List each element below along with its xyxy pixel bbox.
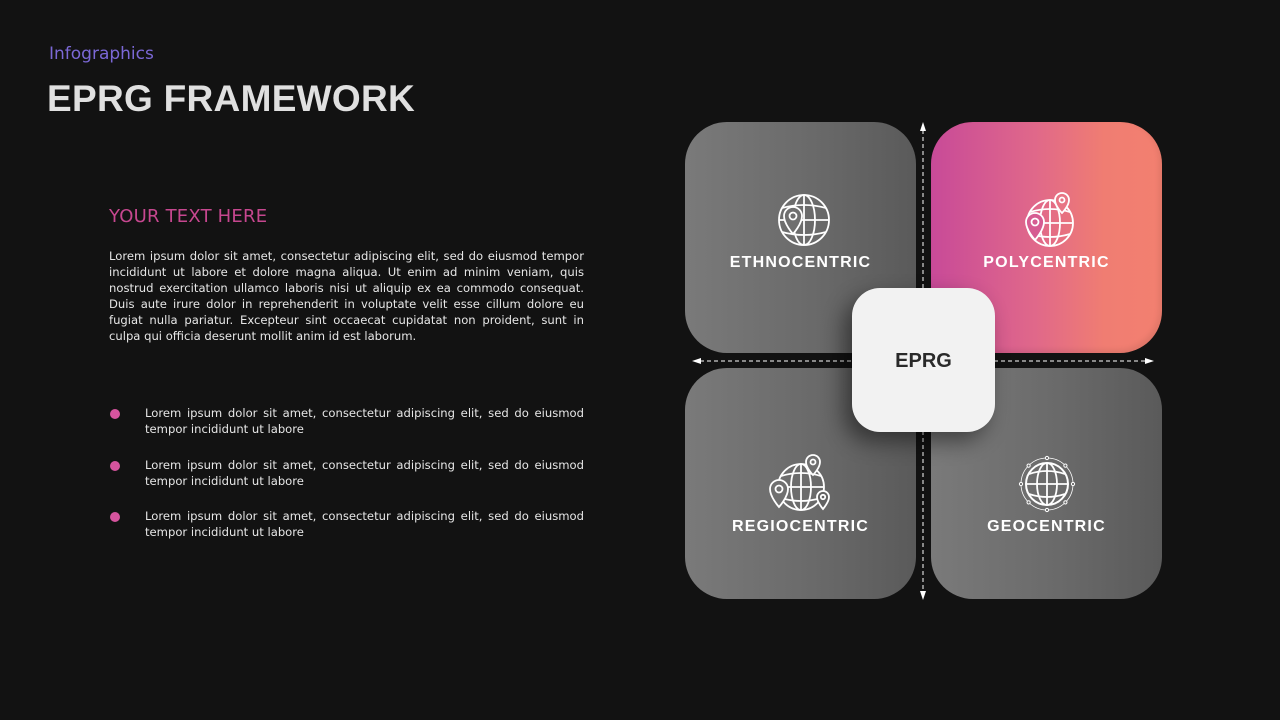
quadrant-ethnocentric[interactable]: ETHNOCENTRIC (685, 122, 916, 353)
quadrant-label: GEOCENTRIC (987, 518, 1106, 535)
bullet-text: Lorem ipsum dolor sit amet, consectetur … (145, 406, 584, 436)
center-label: EPRG (895, 349, 952, 372)
globe-three-pins-icon (768, 454, 830, 511)
quadrant-label: REGIOCENTRIC (731, 518, 870, 535)
bullet-dot-icon (110, 512, 120, 522)
bullet-item: Lorem ipsum dolor sit amet, consectetur … (109, 457, 584, 509)
center-eprg-box[interactable]: EPRG (852, 288, 995, 432)
section-heading: YOUR TEXT HERE (109, 206, 268, 227)
globe-single-pin-icon (777, 194, 830, 246)
body-paragraph: Lorem ipsum dolor sit amet, consectetur … (109, 249, 584, 343)
bullet-dot-icon (110, 461, 120, 471)
bullet-item: Lorem ipsum dolor sit amet, consectetur … (109, 508, 584, 560)
horizontal-axis-arrow-icon (692, 358, 1154, 364)
globe-orbit-icon (1018, 455, 1075, 513)
quadrant-label: ETHNOCENTRIC (729, 254, 872, 271)
quadrant-label: POLYCENTRIC (983, 254, 1110, 271)
globe-two-pins-icon (1024, 192, 1074, 247)
bullet-dot-icon (110, 409, 120, 419)
bullet-text: Lorem ipsum dolor sit amet, consectetur … (145, 509, 584, 539)
bullet-text: Lorem ipsum dolor sit amet, consectetur … (145, 458, 584, 488)
bullet-list: Lorem ipsum dolor sit amet, consectetur … (109, 405, 584, 560)
page-title: EPRG FRAMEWORK (47, 78, 416, 119)
bullet-item: Lorem ipsum dolor sit amet, consectetur … (109, 405, 584, 457)
subtitle: Infographics (49, 44, 154, 64)
